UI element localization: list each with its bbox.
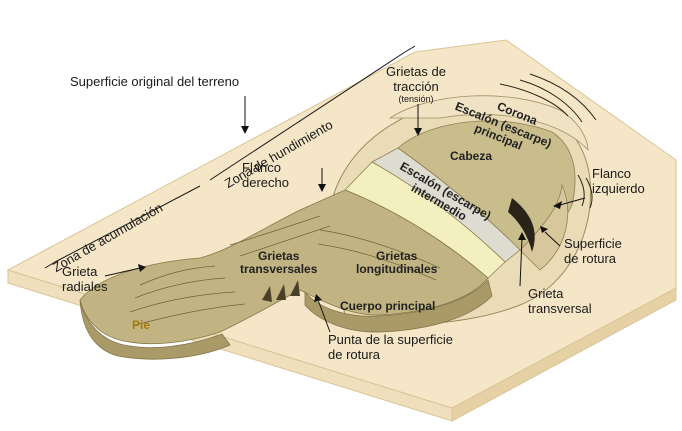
label-grietas-traccion-3: (tensión): [398, 94, 434, 104]
label-grietas-transversales-1: Grietas: [258, 249, 300, 263]
label-grieta-radiales-2: radiales: [62, 279, 108, 294]
label-flanco-derecho-1: Flanco: [242, 160, 282, 175]
label-flanco-derecho-2: derecho: [242, 175, 289, 190]
label-grietas-traccion: Grietas de tracción (tensión): [386, 64, 446, 104]
label-grieta-transversal: Grieta transversal: [528, 286, 592, 316]
label-pie: Pie: [132, 318, 151, 332]
label-grietas-transversales: Grietas transversales: [240, 250, 317, 276]
label-grietas-longitudinales-1: Grietas: [375, 249, 418, 263]
label-grietas-traccion-2: tracción: [393, 79, 439, 94]
main-body: [79, 189, 489, 345]
toe-front: [79, 299, 231, 360]
label-grieta-transversal-1: Grieta: [528, 286, 564, 301]
label-cuerpo-principal: Cuerpo principal: [340, 299, 436, 313]
label-superficie-rotura-1: Superficie: [564, 236, 622, 251]
label-flanco-izquierdo: Flanco izquierdo: [592, 166, 645, 196]
tension-crack-arcs: [499, 73, 597, 123]
label-superficie-rotura: Superficie de rotura: [564, 236, 622, 266]
label-grieta-radiales-1: Grieta: [62, 264, 98, 279]
label-grietas-longitudinales: Grietas longitudinales: [356, 250, 437, 276]
left-flank-arcs: [577, 174, 593, 209]
transverse-cracks: [129, 215, 441, 326]
label-grietas-traccion-1: Grietas de: [386, 64, 446, 79]
label-grietas-longitudinales-2: longitudinales: [356, 262, 438, 276]
label-grieta-radiales: Grieta radiales: [62, 264, 108, 294]
label-superficie-original: Superficie original del terreno: [70, 74, 240, 89]
label-punta-2: de rotura: [328, 347, 381, 362]
leader-arrowheads: [138, 126, 562, 302]
leader-lines: [104, 96, 586, 333]
label-punta-1: Punta de la superficie: [328, 332, 454, 347]
rupture-tip-spikes: [262, 280, 300, 302]
label-flanco-derecho: Flanco derecho: [242, 160, 289, 190]
label-grieta-transversal-2: transversal: [528, 301, 592, 316]
dark-crack: [508, 198, 535, 252]
label-grietas-transversales-2: transversales: [240, 262, 318, 276]
zone-brackets: [44, 45, 416, 269]
label-punta-superficie-rotura: Punta de la superficie de rotura: [328, 332, 453, 362]
label-superficie-rotura-2: de rotura: [564, 251, 617, 266]
label-flanco-izquierdo-1: Flanco: [592, 166, 632, 181]
crown-zone: [388, 95, 589, 152]
label-cabeza: Cabeza: [450, 149, 493, 163]
body-lobe-front: [304, 279, 493, 333]
label-flanco-izquierdo-2: izquierdo: [592, 181, 645, 196]
